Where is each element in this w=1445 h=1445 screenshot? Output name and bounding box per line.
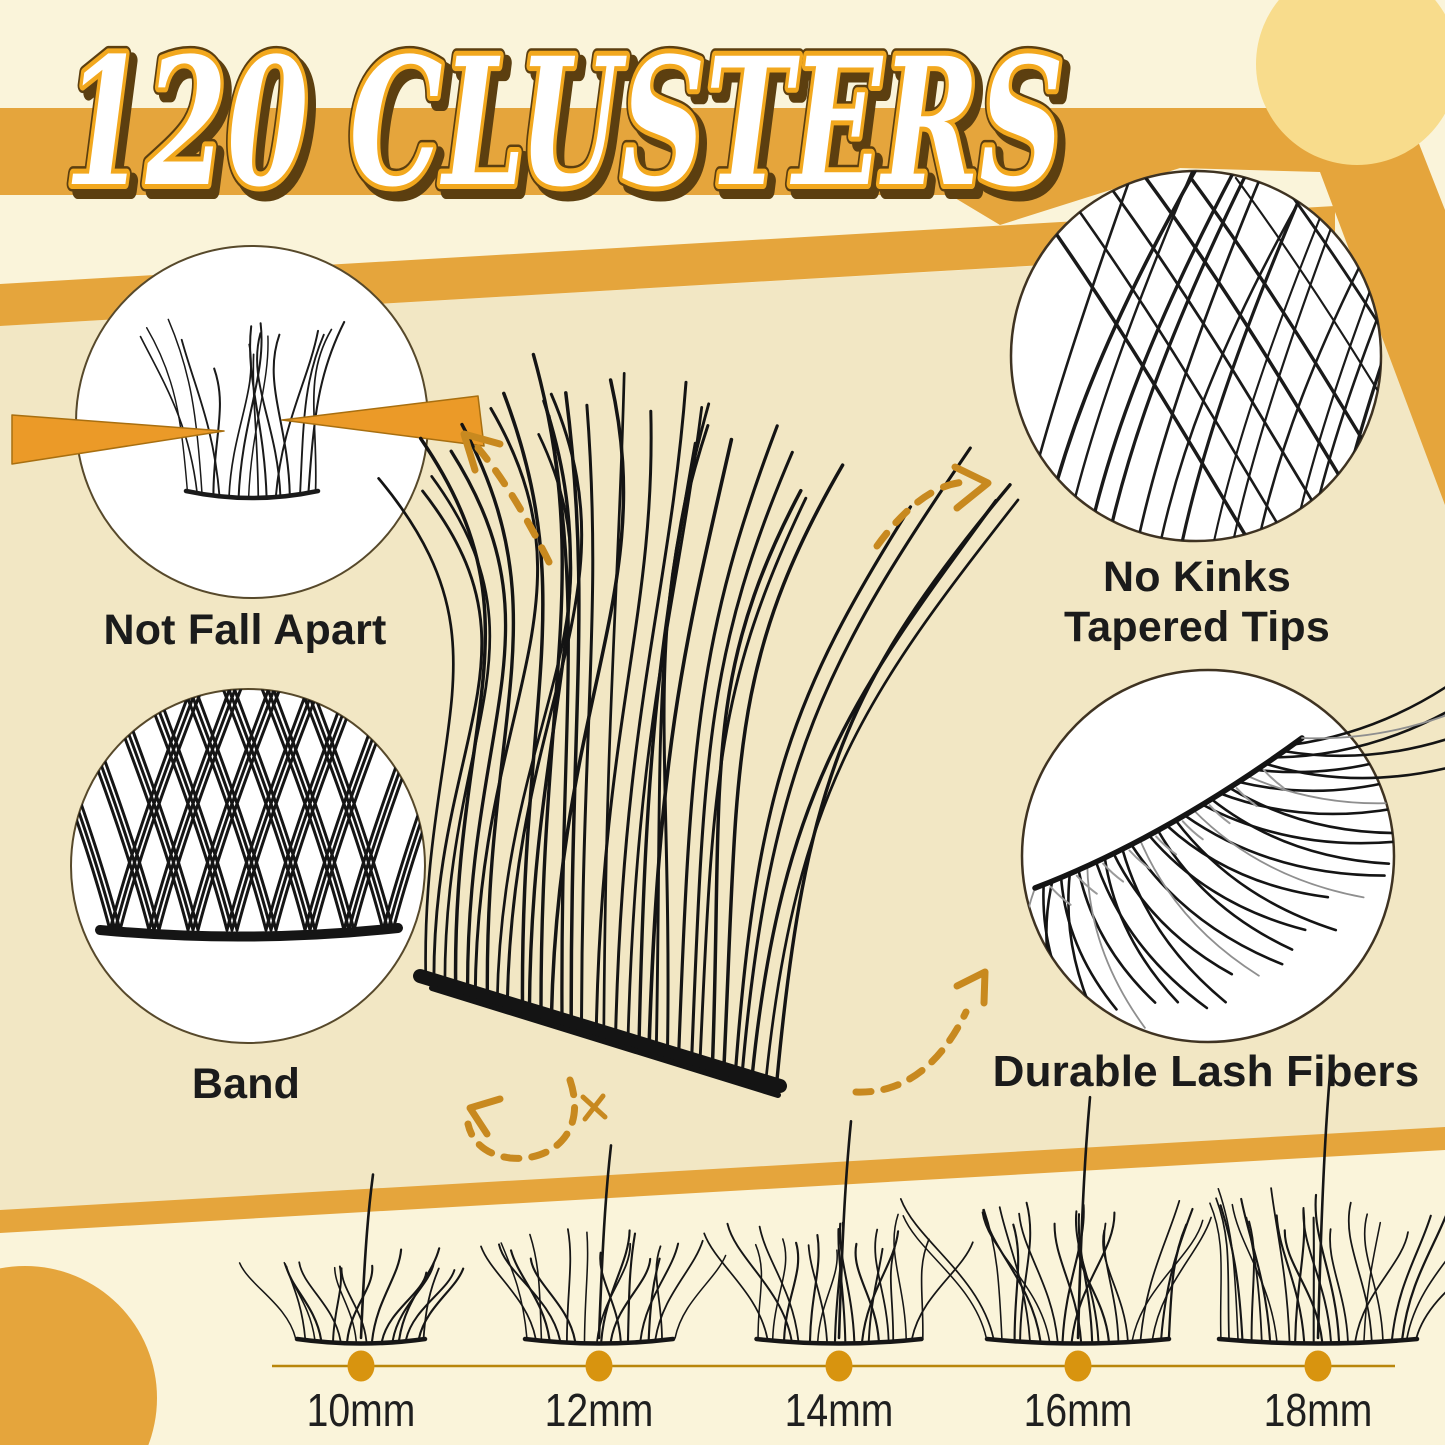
axis-dot-10mm — [347, 1350, 375, 1382]
main-lash-cluster-illustration — [377, 352, 1020, 1098]
sparkle-icon — [580, 1093, 608, 1122]
title-text: 120 CLUSTERS — [64, 19, 1064, 226]
label-durable-lash-fibers: Durable Lash Fibers — [992, 1047, 1420, 1096]
lash-strip-overflow-fibers — [1264, 686, 1445, 780]
size-label-14mm: 14mm — [784, 1384, 894, 1436]
axis-dot-12mm — [585, 1350, 613, 1382]
page-title: 120 CLUSTERS 120 CLUSTERS 120 CLUSTERS — [57, 12, 1079, 242]
title-text-outline: 120 CLUSTERS — [64, 19, 1064, 226]
label-not-fall-apart: Not Fall Apart — [103, 606, 387, 654]
axis-dot-18mm — [1304, 1350, 1332, 1382]
lash-band-closeup-illustration — [71, 689, 425, 942]
size-axis-dots — [347, 1350, 1332, 1382]
label-no-kinks-line2: Tapered Tips — [1063, 603, 1331, 651]
arrow-head-bottom-right — [953, 968, 989, 1007]
callout-arrows — [460, 430, 992, 1162]
axis-dot-16mm — [1064, 1350, 1092, 1382]
arrow-to-band — [464, 1076, 579, 1162]
label-band: Band — [191, 1060, 301, 1108]
size-label-10mm: 10mm — [306, 1384, 416, 1436]
arrow-head-top-left — [460, 430, 504, 474]
tweezer-right — [281, 395, 485, 447]
size-sample-clusters — [238, 1071, 1445, 1346]
decor-circle-bottom-left — [0, 1266, 157, 1445]
label-no-kinks-line1: No Kinks — [1103, 553, 1291, 601]
arrow-to-durable-fibers — [852, 1008, 970, 1096]
arrow-head-top-right — [951, 463, 992, 512]
size-chart — [238, 1071, 1445, 1382]
decor-circle-top-right — [1256, 0, 1445, 165]
arrow-to-not-fall-apart — [474, 444, 553, 566]
size-label-18mm: 18mm — [1263, 1384, 1373, 1436]
tweezers-illustration — [11, 395, 485, 465]
axis-dot-14mm — [825, 1350, 853, 1382]
title-text-shadow: 120 CLUSTERS — [70, 26, 1070, 233]
size-label-12mm: 12mm — [544, 1384, 654, 1436]
tweezer-left — [11, 414, 225, 465]
decor-stripe-bottom — [0, 1127, 1445, 1233]
arrow-head-bottom-left — [466, 1095, 504, 1138]
size-label-16mm: 16mm — [1023, 1384, 1133, 1436]
arrow-to-no-kinks — [873, 478, 976, 550]
lash-cluster-closeup-illustration — [139, 318, 346, 501]
